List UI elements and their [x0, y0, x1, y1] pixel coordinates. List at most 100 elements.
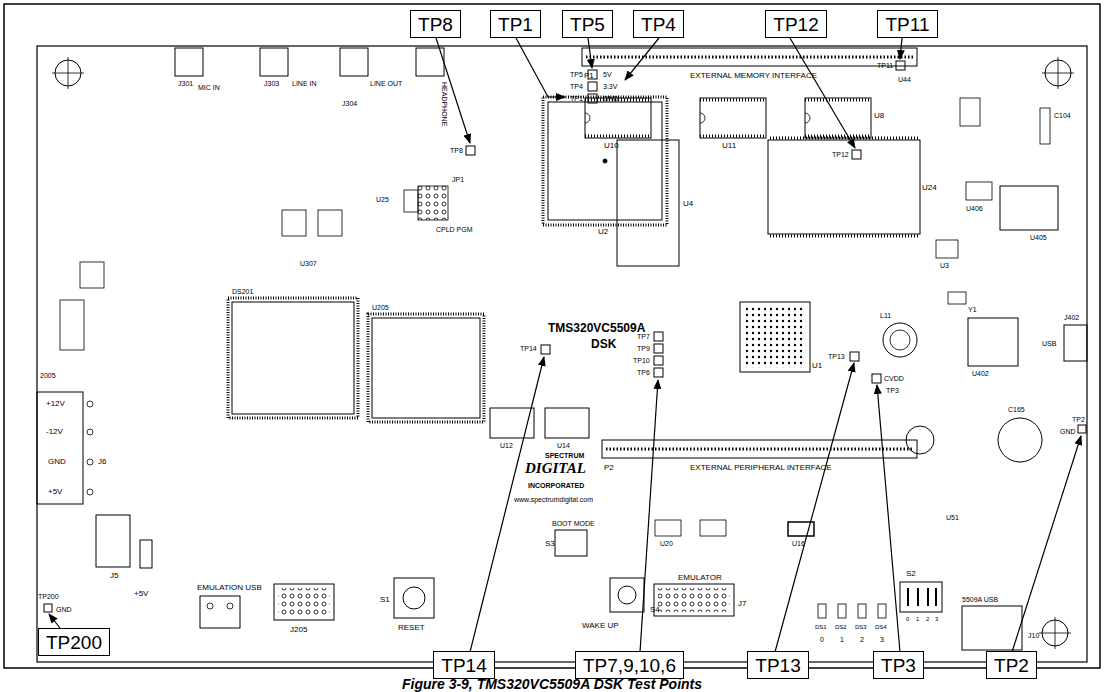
silkscreen-label: CVDD [884, 375, 904, 382]
callout-text: TP1 [498, 15, 533, 34]
silkscreen-label: U307 [300, 260, 317, 267]
silkscreen-label: GND [48, 458, 66, 466]
silkscreen-label: TP12 [832, 151, 849, 158]
callout-box: TP1 [490, 10, 541, 38]
callout-text: TP14 [441, 656, 486, 675]
silkscreen-label: U16 [792, 540, 805, 547]
silkscreen-label: U10 [604, 142, 619, 150]
silkscreen-label: 3.3V [603, 83, 617, 90]
silkscreen-label: www.spectrumdigital.com [514, 496, 593, 503]
silkscreen-label: J10 [1028, 632, 1039, 639]
callout-text: TP2 [994, 656, 1029, 675]
silkscreen-label: U51 [946, 514, 959, 521]
silkscreen-label: TP4 [570, 83, 583, 90]
silkscreen-label: P2 [604, 464, 614, 472]
silkscreen-label: +12V [46, 400, 65, 408]
silkscreen-label: GND [603, 95, 619, 102]
silkscreen-label: U11 [722, 142, 736, 150]
silkscreen-label: U44 [898, 76, 911, 83]
silkscreen-label: U2 [598, 228, 608, 236]
silkscreen-label: TP7 [637, 333, 650, 340]
silkscreen-label: U205 [372, 304, 389, 311]
callout-box: TP14 [433, 651, 495, 679]
silkscreen-label: TP2 [1072, 416, 1085, 423]
silkscreen-label: U405 [1030, 234, 1047, 241]
silkscreen-label: WAKE UP [582, 622, 619, 630]
silkscreen-label: S1 [380, 596, 390, 604]
silkscreen-label: EXTERNAL MEMORY INTERFACE [690, 72, 817, 80]
callout-text: TP5 [570, 15, 605, 34]
callout-box: TP13 [747, 651, 809, 679]
silkscreen-label: C104 [1054, 112, 1071, 119]
silkscreen-label: J303 [264, 80, 279, 87]
silkscreen-label: TP8 [450, 147, 463, 154]
silkscreen-label: J304 [342, 100, 357, 107]
silkscreen-label: U402 [972, 370, 989, 377]
silkscreen-label: U12 [500, 442, 513, 449]
callout-box: TP3 [873, 651, 924, 679]
silkscreen-label: TP3 [886, 387, 899, 394]
callout-box: TP8 [410, 10, 461, 38]
silkscreen-label: TP13 [828, 353, 845, 360]
silkscreen-label: 2 [926, 616, 929, 622]
silkscreen-label: DS1 [815, 624, 827, 630]
silkscreen-label: 1 [840, 636, 844, 643]
silkscreen-label: TP6 [637, 369, 650, 376]
silkscreen-label: TP200 [38, 593, 59, 600]
silkscreen-label: GND [56, 606, 72, 613]
silkscreen-label: U24 [922, 184, 937, 192]
silkscreen-label: J7 [738, 600, 746, 608]
silkscreen-label: Y1 [968, 306, 977, 313]
silkscreen-label: EMULATOR [678, 574, 722, 582]
silkscreen-label: TP14 [520, 345, 537, 352]
silkscreen-label: +5V [134, 590, 148, 598]
callout-text: TP12 [773, 15, 818, 34]
silkscreen-label: 3 [935, 616, 938, 622]
silkscreen-label: RESET [398, 624, 425, 632]
callout-box: TP2 [986, 651, 1037, 679]
silkscreen-label: HEADPHONE [441, 82, 448, 126]
silkscreen-label: J205 [290, 626, 307, 634]
callout-box: TP5 [562, 10, 613, 38]
silkscreen-label: EMULATION USB [197, 584, 262, 592]
silkscreen-label: INCORPORATED [528, 482, 584, 489]
silkscreen-label: U14 [557, 442, 570, 449]
silkscreen-label: DS4 [875, 624, 887, 630]
silkscreen-label: 0 [820, 636, 824, 643]
silkscreen-label: U4 [683, 200, 693, 208]
figure-caption: Figure 3-9, TMS320VC5509A DSK Test Point… [0, 676, 1104, 692]
callout-text: TP200 [46, 633, 102, 652]
silkscreen-label: JP1 [452, 176, 464, 183]
silkscreen-label: MIC IN [198, 84, 220, 91]
silkscreen-label: EXTERNAL PERIPHERAL INTERFACE [690, 464, 832, 472]
silkscreen-label: 2 [860, 636, 864, 643]
silkscreen-label: TP10 [633, 357, 650, 364]
callout-text: TP11 [885, 15, 929, 34]
silkscreen-label: J301 [178, 80, 193, 87]
silkscreen-label: J5 [110, 572, 118, 580]
silkscreen-label: TP9 [637, 345, 650, 352]
silkscreen-label: LINE OUT [370, 80, 402, 87]
silkscreen-label: DIGITAL [525, 461, 586, 476]
silkscreen-label: CPLD PGM [436, 226, 473, 233]
silkscreen-label: U3 [940, 262, 949, 269]
silkscreen-label: DS2 [835, 624, 847, 630]
callout-text: TP13 [755, 656, 800, 675]
silkscreen-label: LINE IN [292, 80, 317, 87]
silkscreen-label: L11 [880, 312, 891, 319]
callout-text: TP8 [418, 15, 453, 34]
silkscreen-label: U25 [376, 196, 389, 203]
silkscreen-label: J402 [1064, 314, 1079, 321]
silkscreen-label: U406 [966, 205, 983, 212]
callout-box: TP7,9,10,6 [575, 651, 684, 679]
silkscreen-label: S2 [906, 570, 916, 578]
silkscreen-label: 2005 [40, 372, 56, 379]
silkscreen-label: DSK [591, 338, 616, 350]
silkscreen-label: TMS320VC5509A [548, 322, 645, 334]
callout-text: TP4 [641, 15, 676, 34]
callout-box: TP200 [38, 628, 110, 656]
silkscreen-label: USB [1042, 340, 1056, 347]
silkscreen-label: TP5 [570, 71, 583, 78]
silkscreen-label: -12V [46, 428, 63, 436]
